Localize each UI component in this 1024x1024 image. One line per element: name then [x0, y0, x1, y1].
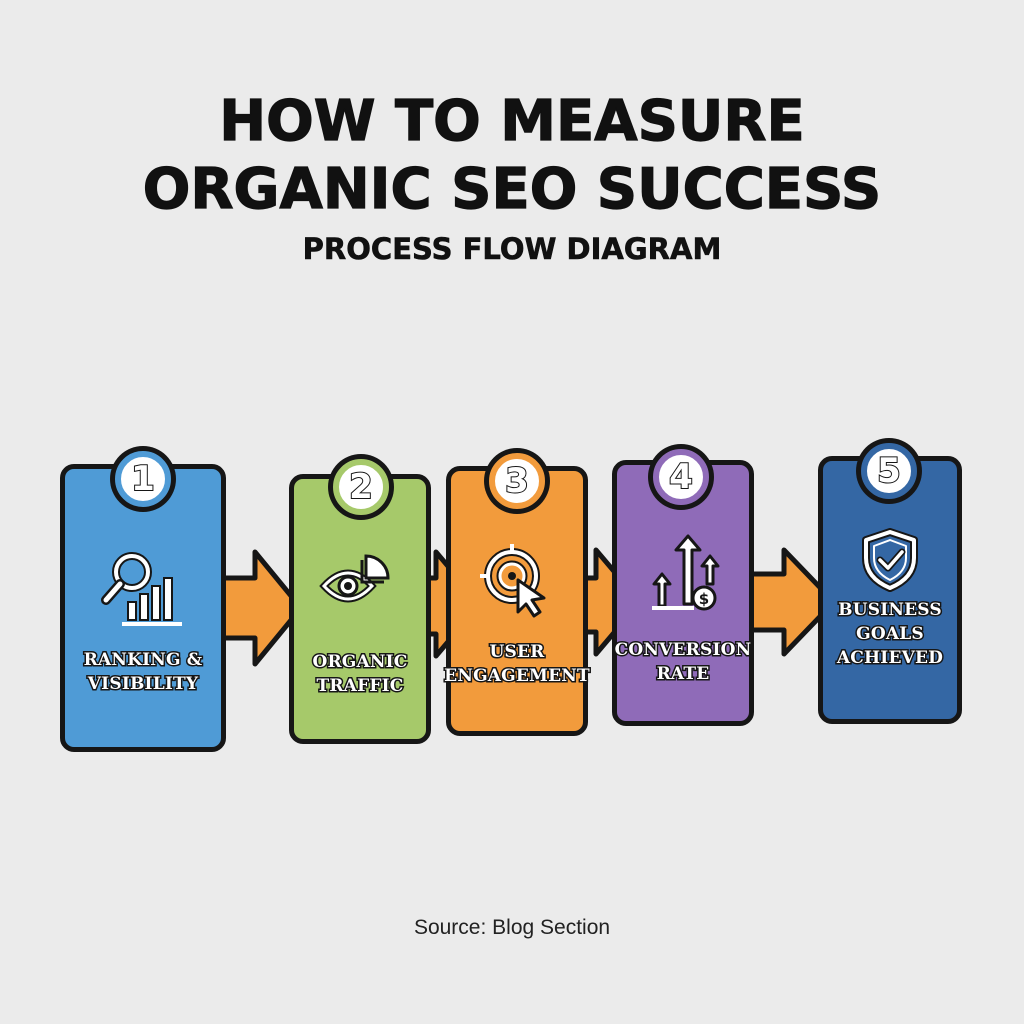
target-cursor-icon [480, 544, 546, 618]
step-label-2: ORGANIC TRAFFIC [311, 651, 409, 698]
svg-text:$: $ [699, 590, 709, 608]
step-number-badge-2: 2 [328, 454, 394, 520]
eye-pie-chart-icon [319, 554, 390, 603]
connector-arrow-4-5 [745, 547, 837, 657]
step-number-5: 5 [876, 450, 902, 492]
title-line-2: ORGANIC SEO SUCCESS [142, 156, 882, 222]
step-label-4: CONVERSION RATE [613, 639, 753, 686]
step-number-3: 3 [504, 460, 530, 502]
shield-check-icon [862, 528, 918, 592]
step-number-badge-3: 3 [484, 448, 550, 514]
source-caption: Source: Blog Section [413, 916, 611, 939]
diagram-title: HOW TO MEASURE ORGANIC SEO SUCCESS [0, 88, 1024, 224]
step-label-3: USER ENGAGEMENT [443, 641, 591, 688]
step-number-4: 4 [668, 456, 694, 498]
arrows-up-dollar-icon: $ [652, 534, 720, 611]
step-number-badge-1: 1 [110, 446, 176, 512]
step-number-badge-5: 5 [856, 438, 922, 504]
step-number-1: 1 [130, 458, 156, 500]
title-line-1: HOW TO MEASURE [219, 88, 806, 154]
diagram-subtitle: PROCESS FLOW DIAGRAM [302, 232, 722, 267]
step-label-5: BUSINESS GOALS ACHIEVED [835, 599, 944, 670]
magnifier-bar-chart-icon [101, 552, 182, 626]
step-number-badge-4: 4 [648, 444, 714, 510]
step-number-2: 2 [348, 466, 374, 508]
step-label-1: RANKING & VISIBILITY [82, 649, 204, 696]
